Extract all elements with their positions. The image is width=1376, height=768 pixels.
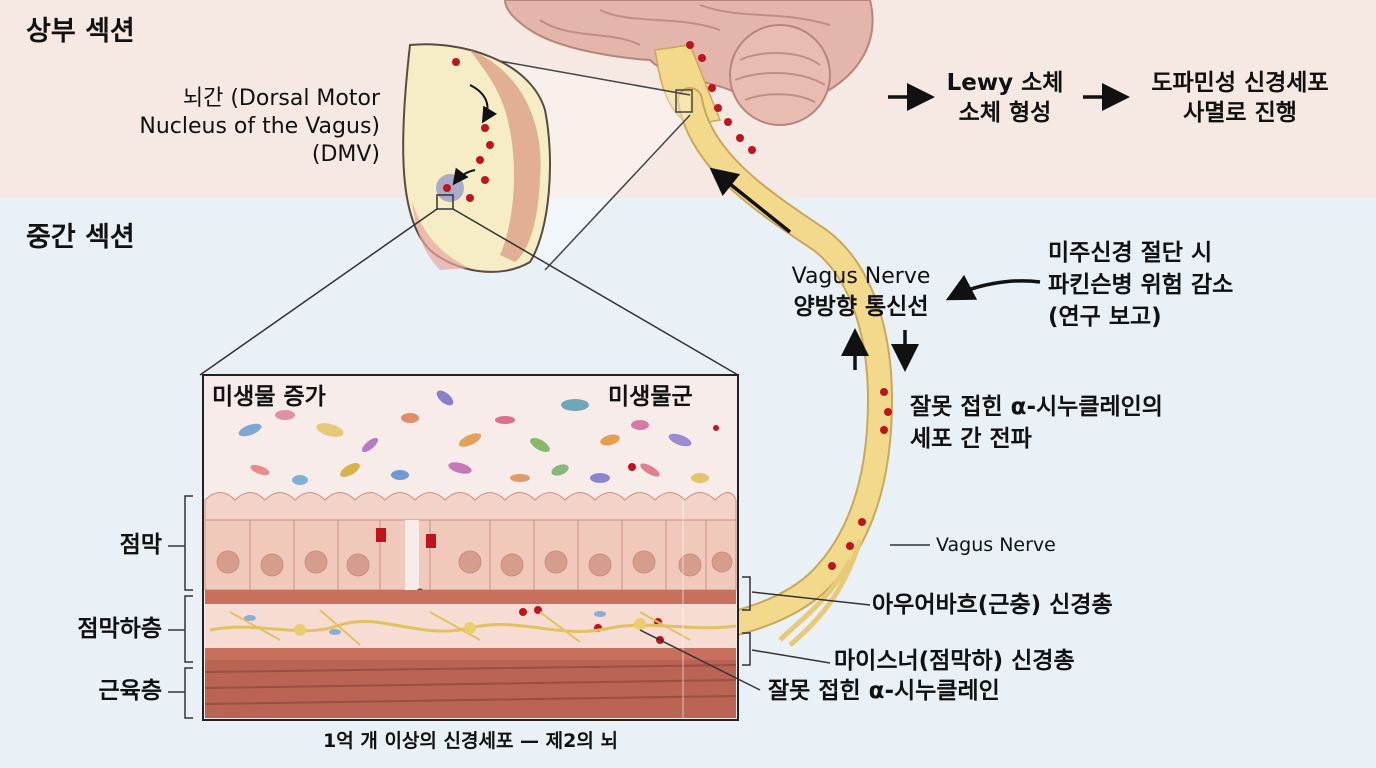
gut-cross-section [202,374,739,721]
meissner-plexus-label: 마이스너(점막하) 신경총 [834,648,1075,674]
misfolded-alpha-synuclein-label: 잘못 접힌 α-시누클레인 [768,678,1000,704]
lewy-body-line1: Lewy 소체 [946,70,1064,96]
microbiota-label: 미생물군 [608,384,693,410]
brainstem-zoom-inset [402,43,551,273]
propagation-line1: 잘못 접힌 α-시누클레인의 [910,394,1163,420]
muscle-layer-label: 근육층 [98,678,162,704]
propagation-line2: 세포 간 전파 [910,426,1032,452]
dopamine-loss-line1: 도파민성 신경세포 [1151,70,1329,96]
gut-caption: 1억 개 이상의 신경세포 — 제2의 뇌 [323,730,618,752]
vagus-bidirectional-line2: 양방향 통신선 [793,294,929,320]
brainstem-label-line3: (DMV) [311,142,380,167]
plexus-leaders [639,544,930,691]
upper-section-title: 상부 섹션 [26,16,135,47]
flow-arrows [709,83,1130,372]
microbe-increase-label: 미생물 증가 [212,384,326,410]
mucosa-label: 점막 [119,532,162,558]
lewy-body-line2: 소체 형성 [958,100,1052,126]
vagus-nerve-trunk [667,87,894,648]
vagotomy-line3: (연구 보고) [1048,304,1162,330]
vagotomy-line2: 파킨슨병 위험 감소 [1048,272,1234,298]
layer-brackets [168,495,193,719]
vagotomy-line1: 미주신경 절단 시 [1048,240,1213,266]
vagus-nerve-label: Vagus Nerve [936,534,1056,556]
brainstem-label-line2: Nucleus of the Vagus) [139,114,380,139]
submucosa-label: 점막하층 [77,616,162,642]
middle-section-title: 중간 섹션 [26,222,135,253]
brainstem-label-line1: 뇌간 (Dorsal Motor [182,86,380,111]
brain-illustration [503,0,874,126]
dopamine-loss-line2: 사멸로 진행 [1183,100,1297,126]
microbes [238,390,719,485]
auerbach-plexus-label: 아우어바흐(근충) 신경총 [872,592,1113,618]
vagus-bidirectional-line1: Vagus Nerve [791,264,931,289]
